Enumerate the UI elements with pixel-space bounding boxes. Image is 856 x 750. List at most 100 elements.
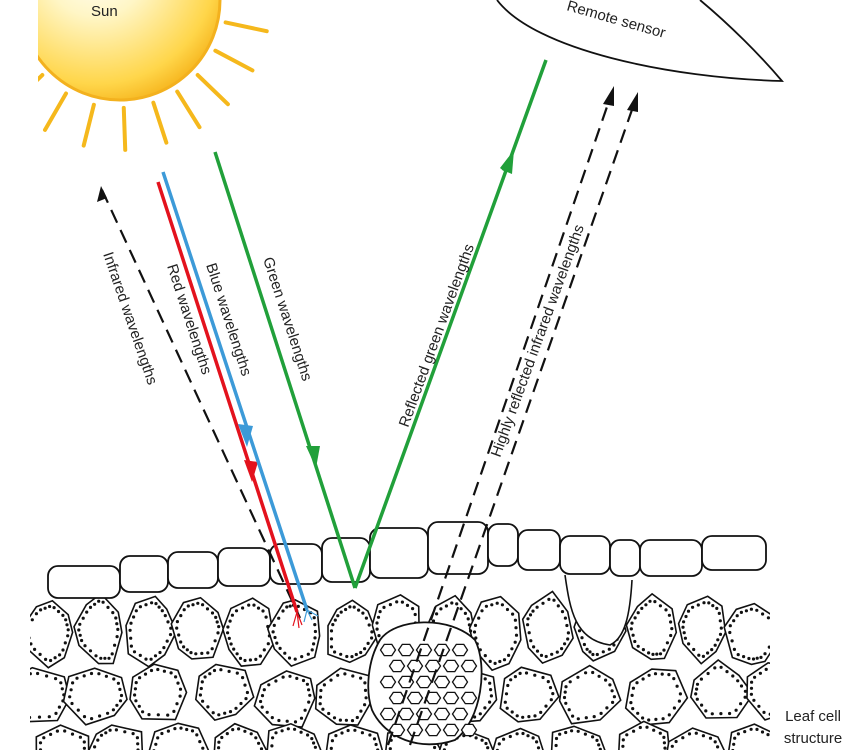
chloroplast-dot bbox=[469, 629, 473, 633]
vein-cell bbox=[433, 675, 451, 689]
chloroplast-dot bbox=[490, 603, 494, 607]
chloroplast-dot bbox=[718, 632, 723, 637]
chloroplast-dot bbox=[636, 644, 640, 648]
chloroplast-dot bbox=[621, 738, 625, 742]
chloroplast-dot bbox=[733, 736, 737, 740]
chloroplast-dot bbox=[61, 648, 65, 652]
chloroplast-dot bbox=[753, 675, 757, 679]
chloroplast-dot bbox=[533, 714, 537, 718]
chloroplast-dot bbox=[149, 657, 153, 661]
chloroplast-dot bbox=[629, 627, 633, 631]
leaf-cell bbox=[213, 722, 269, 750]
chloroplast-dot bbox=[313, 623, 317, 627]
chloroplast-dot bbox=[350, 719, 355, 723]
chloroplast-dot bbox=[563, 642, 567, 646]
chloroplast-dot bbox=[69, 688, 73, 692]
chloroplast-dot bbox=[576, 675, 580, 679]
chloroplast-dot bbox=[149, 668, 154, 673]
chloroplast-dot bbox=[632, 729, 636, 733]
chloroplast-dot bbox=[107, 656, 111, 660]
chloroplast-dot bbox=[97, 672, 101, 676]
chloroplast-dot bbox=[554, 743, 558, 748]
chloroplast-dot bbox=[254, 736, 258, 740]
chloroplast-dot bbox=[473, 623, 478, 628]
chloroplast-dot bbox=[535, 605, 539, 609]
chloroplast-dot bbox=[239, 701, 243, 706]
chloroplast-dot bbox=[503, 700, 507, 704]
chloroplast-dot bbox=[266, 642, 270, 646]
chloroplast-dot bbox=[480, 738, 484, 742]
chloroplast-dot bbox=[691, 605, 695, 609]
vein-cell bbox=[406, 659, 424, 673]
chloroplast-dot bbox=[296, 604, 300, 609]
chloroplast-dot bbox=[23, 675, 26, 678]
chloroplast-dot bbox=[205, 607, 210, 611]
chloroplast-dot bbox=[601, 650, 605, 654]
chloroplast-dot bbox=[370, 636, 374, 640]
chloroplast-dot bbox=[621, 744, 625, 748]
chloroplast-dot bbox=[231, 728, 235, 732]
chloroplast-dot bbox=[747, 656, 751, 661]
chloroplast-dot bbox=[47, 715, 51, 719]
vein-cell bbox=[433, 643, 451, 657]
chloroplast-dot bbox=[547, 597, 551, 602]
chloroplast-dot bbox=[667, 673, 671, 677]
chloroplast-dot bbox=[526, 734, 530, 738]
chloroplast-dot bbox=[792, 674, 795, 677]
chloroplast-dot bbox=[713, 740, 717, 744]
epidermis-cell bbox=[167, 551, 219, 589]
chloroplast-dot bbox=[174, 675, 178, 679]
leaf-cell bbox=[324, 724, 384, 750]
chloroplast-dot bbox=[554, 736, 559, 741]
leaf-label-line2: structure bbox=[783, 730, 843, 747]
sun-label: Sun bbox=[91, 3, 118, 20]
chloroplast-dot bbox=[191, 603, 195, 607]
chloroplast-dot bbox=[699, 677, 704, 681]
leaf-cell bbox=[468, 595, 522, 672]
chloroplast-dot bbox=[194, 652, 198, 656]
chloroplast-dot bbox=[70, 732, 75, 736]
chloroplast-dot bbox=[280, 729, 284, 733]
chloroplast-dot bbox=[217, 713, 221, 717]
chloroplast-dot bbox=[185, 648, 189, 652]
chloroplast-dot bbox=[248, 658, 252, 662]
chloroplast-dot bbox=[595, 738, 599, 743]
chloroplast-dot bbox=[201, 603, 205, 607]
chloroplast-dot bbox=[329, 678, 333, 682]
chloroplast-dot bbox=[635, 681, 639, 685]
chloroplast-dot bbox=[370, 630, 374, 634]
chloroplast-dot bbox=[641, 716, 645, 720]
chloroplast-dot bbox=[54, 711, 58, 716]
chloroplast-dot bbox=[178, 687, 183, 691]
chloroplast-dot bbox=[30, 618, 34, 622]
chloroplast-dot bbox=[767, 645, 770, 649]
chloroplast-dot bbox=[80, 638, 84, 643]
chloroplast-dot bbox=[261, 609, 265, 613]
chloroplast-dot bbox=[768, 712, 770, 716]
chloroplast-dot bbox=[313, 636, 317, 640]
chloroplast-dot bbox=[138, 653, 142, 658]
chloroplast-dot bbox=[173, 727, 177, 731]
chloroplast-dot bbox=[147, 713, 151, 717]
chloroplast-dot bbox=[256, 606, 261, 610]
chloroplast-dot bbox=[527, 631, 531, 635]
chloroplast-dot bbox=[351, 674, 355, 678]
reflected-infrared-arrow-1 bbox=[386, 86, 614, 746]
chloroplast-dot bbox=[651, 652, 655, 657]
chloroplast-dot bbox=[653, 672, 658, 676]
chloroplast-dot bbox=[76, 708, 80, 712]
chloroplast-dot bbox=[93, 602, 97, 606]
chloroplast-dot bbox=[528, 613, 533, 617]
chloroplast-dot bbox=[535, 740, 539, 744]
chloroplast-dot bbox=[212, 668, 217, 673]
chloroplast-dot bbox=[526, 617, 530, 621]
chloroplast-dot bbox=[674, 739, 678, 744]
chloroplast-dot bbox=[515, 732, 519, 736]
vein-cell bbox=[451, 643, 469, 657]
reflected-green-label: Reflected green wavelengths bbox=[396, 242, 478, 430]
leaf-cell bbox=[314, 667, 372, 726]
chloroplast-dot bbox=[249, 732, 253, 736]
chloroplast-dot bbox=[78, 633, 82, 637]
chloroplast-dot bbox=[217, 740, 221, 744]
chloroplast-dot bbox=[585, 647, 589, 651]
